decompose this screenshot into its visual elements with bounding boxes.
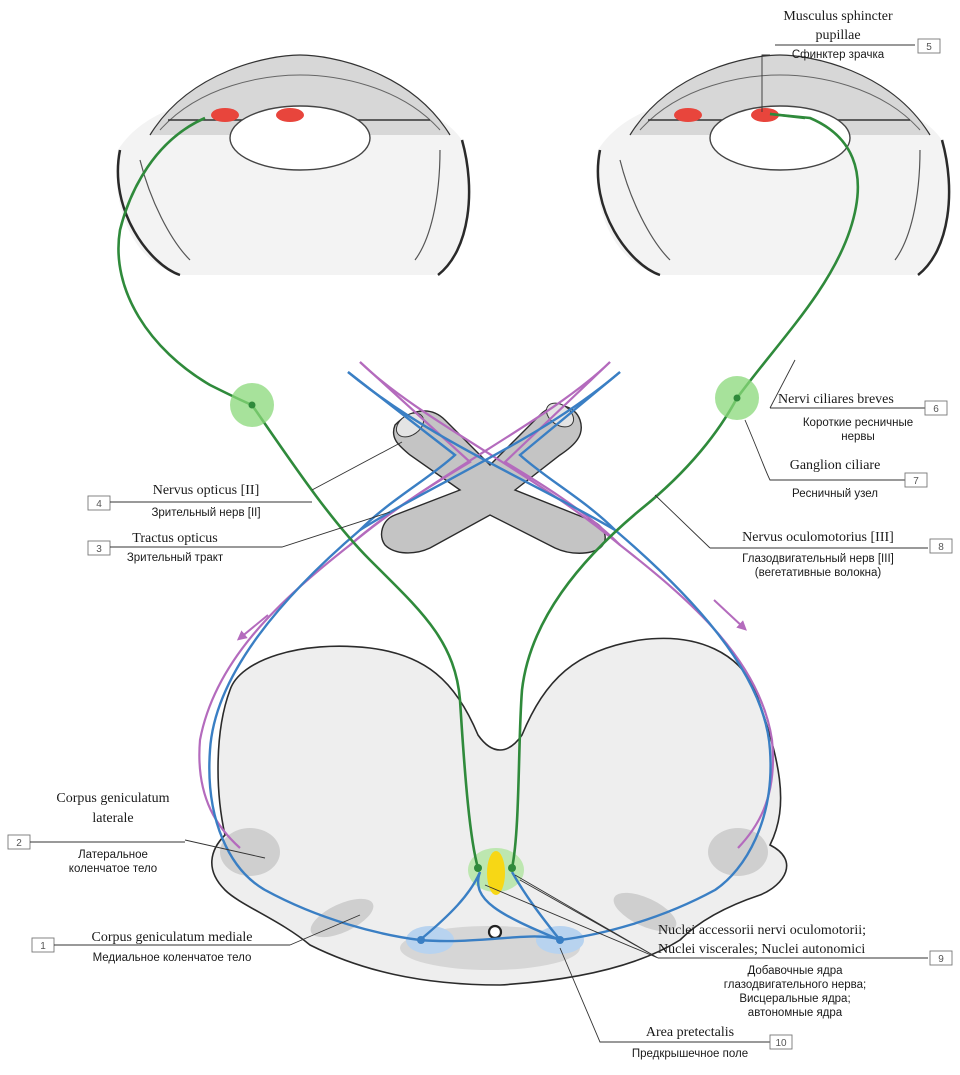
svg-text:Nervi ciliares breves: Nervi ciliares breves bbox=[778, 392, 894, 407]
leader-4 bbox=[312, 442, 402, 490]
leader-8 bbox=[655, 495, 710, 548]
svg-text:Nuclei accessorii nervi oculom: Nuclei accessorii nervi oculomotorii; bbox=[658, 923, 866, 938]
label-musculus-sphincter: Musculus sphincter pupillae Сфинктер зра… bbox=[775, 9, 915, 61]
svg-text:5: 5 bbox=[926, 42, 932, 53]
svg-text:Corpus geniculatum mediale: Corpus geniculatum mediale bbox=[92, 930, 253, 945]
svg-text:6: 6 bbox=[933, 404, 939, 415]
svg-text:Висцеральные ядра;: Висцеральные ядра; bbox=[739, 993, 850, 1005]
svg-text:Латеральное: Латеральное bbox=[78, 849, 148, 861]
svg-text:коленчатое тело: коленчатое тело bbox=[69, 863, 157, 875]
svg-text:pupillae: pupillae bbox=[815, 28, 860, 43]
arrow-right bbox=[714, 600, 744, 628]
svg-text:Ganglion ciliare: Ganglion ciliare bbox=[790, 458, 881, 473]
right-eyeball bbox=[597, 55, 950, 275]
svg-text:Короткие ресничные: Короткие ресничные bbox=[803, 417, 913, 429]
svg-text:Corpus geniculatum: Corpus geniculatum bbox=[56, 791, 169, 806]
svg-text:7: 7 bbox=[913, 476, 919, 487]
svg-text:1: 1 bbox=[40, 941, 46, 952]
label-box-10: 10 bbox=[770, 1035, 792, 1049]
svg-text:нервы: нервы bbox=[841, 431, 875, 443]
svg-text:3: 3 bbox=[96, 544, 102, 555]
svg-text:Сфинктер зрачка: Сфинктер зрачка bbox=[792, 49, 885, 61]
svg-text:Nervus opticus [II]: Nervus opticus [II] bbox=[153, 483, 260, 498]
svg-text:Tractus opticus: Tractus opticus bbox=[132, 531, 217, 546]
svg-text:laterale: laterale bbox=[92, 811, 133, 826]
svg-text:(вегетативные волокна): (вегетативные волокна) bbox=[755, 567, 882, 579]
svg-text:8: 8 bbox=[938, 542, 944, 553]
label-nervus-opticus: Nervus opticus [II] Зрительный нерв [II] bbox=[110, 483, 312, 519]
nucleus-accessorius bbox=[487, 851, 505, 895]
left-sphincter-pupillae-2 bbox=[276, 108, 304, 122]
label-nervi-ciliares: Nervi ciliares breves Короткие ресничные… bbox=[778, 392, 913, 443]
svg-text:глазодвигательного нерва;: глазодвигательного нерва; bbox=[724, 979, 866, 991]
svg-text:Ресничный узел: Ресничный узел bbox=[792, 488, 878, 500]
label-box-1: 1 bbox=[32, 938, 54, 952]
left-eyeball bbox=[117, 55, 470, 275]
svg-text:2: 2 bbox=[16, 838, 22, 849]
svg-text:Зрительный нерв [II]: Зрительный нерв [II] bbox=[151, 507, 260, 519]
svg-text:Nuclei viscerales; Nuclei auto: Nuclei viscerales; Nuclei autonomici bbox=[658, 942, 865, 957]
label-corpus-geniculatum-laterale: Corpus geniculatum laterale Латеральное … bbox=[30, 791, 185, 875]
label-nervus-oculomotorius: Nervus oculomotorius [III] Глазодвигател… bbox=[710, 530, 928, 579]
label-box-9: 9 bbox=[930, 951, 952, 965]
svg-text:10: 10 bbox=[775, 1038, 787, 1049]
svg-text:Зрительный тракт: Зрительный тракт bbox=[127, 552, 224, 564]
label-box-4: 4 bbox=[88, 496, 110, 510]
svg-text:9: 9 bbox=[938, 954, 944, 965]
label-box-3: 3 bbox=[88, 541, 110, 555]
svg-text:Предкрышечное поле: Предкрышечное поле bbox=[632, 1048, 748, 1060]
label-box-2: 2 bbox=[8, 835, 30, 849]
right-sphincter-pupillae-2 bbox=[674, 108, 702, 122]
svg-text:Nervus oculomotorius [III]: Nervus oculomotorius [III] bbox=[742, 530, 894, 545]
svg-text:Глазодвигательный нерв [III]: Глазодвигательный нерв [III] bbox=[742, 553, 894, 565]
label-box-6: 6 bbox=[925, 401, 947, 415]
svg-text:автономные ядра: автономные ядра bbox=[748, 1007, 843, 1019]
svg-text:Добавочные ядра: Добавочные ядра bbox=[747, 965, 843, 977]
label-box-7: 7 bbox=[905, 473, 927, 487]
label-corpus-geniculatum-mediale: Corpus geniculatum mediale Медиальное ко… bbox=[54, 930, 290, 964]
cerebral-aqueduct bbox=[489, 926, 501, 938]
label-box-8: 8 bbox=[930, 539, 952, 553]
label-tractus-opticus: Tractus opticus Зрительный тракт bbox=[110, 531, 235, 564]
left-sphincter-pupillae bbox=[211, 108, 239, 122]
label-ganglion-ciliare: Ganglion ciliare Ресничный узел bbox=[790, 458, 881, 500]
label-box-5: 5 bbox=[918, 39, 940, 53]
label-nuclei-accessorii: Nuclei accessorii nervi oculomotorii; Nu… bbox=[658, 923, 928, 1019]
svg-text:Area pretectalis: Area pretectalis bbox=[646, 1025, 734, 1040]
label-area-pretectalis: Area pretectalis Предкрышечное поле bbox=[632, 1025, 748, 1060]
svg-text:4: 4 bbox=[96, 499, 102, 510]
svg-text:Медиальное коленчатое тело: Медиальное коленчатое тело bbox=[93, 952, 252, 964]
svg-text:Musculus sphincter: Musculus sphincter bbox=[783, 9, 893, 24]
